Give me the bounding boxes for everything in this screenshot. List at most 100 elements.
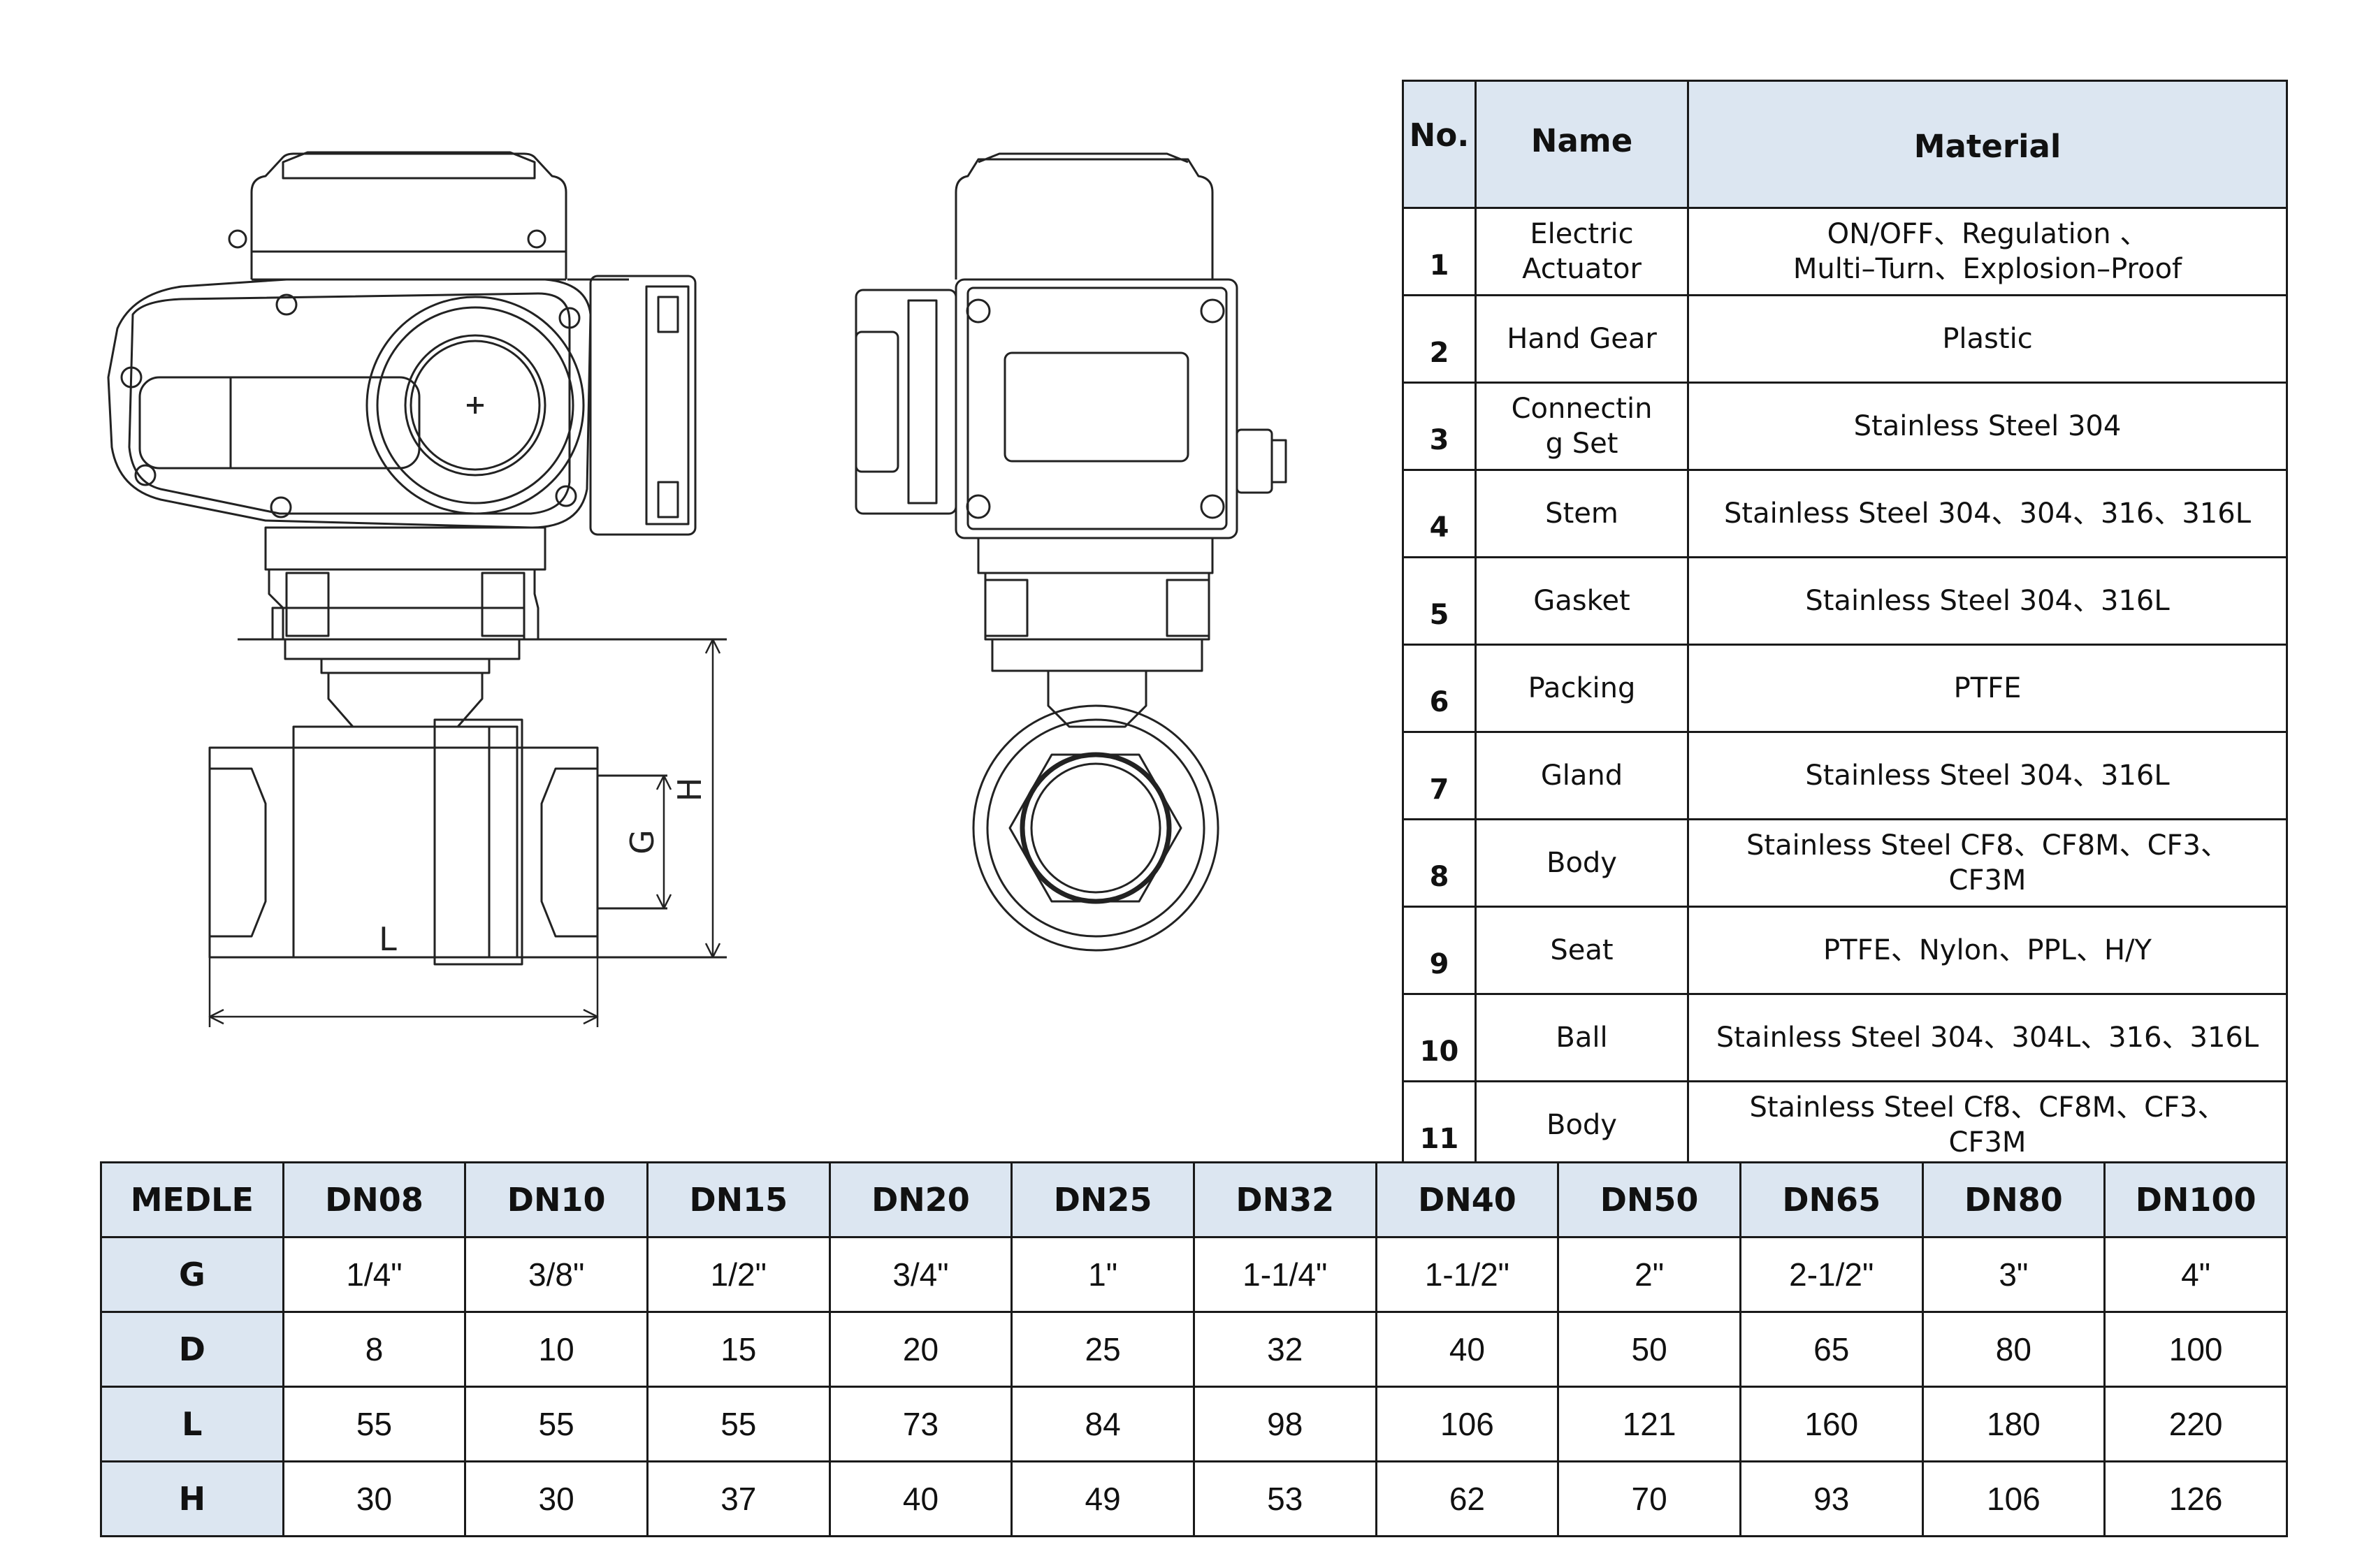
dim-label-h: H: [671, 778, 709, 802]
dimension-cell: 10: [464, 1311, 649, 1388]
dimension-cell: 50: [1557, 1311, 1741, 1388]
dimension-cell: 70: [1557, 1460, 1741, 1537]
material-value-line: Stainless Steel 304、304L、316、316L: [1716, 1022, 2259, 1054]
material-name-line: Hand Gear: [1507, 323, 1657, 355]
dimension-cell: 3/8": [464, 1236, 649, 1313]
dimension-cell: 1-1/4": [1192, 1236, 1377, 1313]
material-name-line: g Set: [1545, 428, 1618, 460]
dimension-cell: 30: [464, 1460, 649, 1537]
material-value: PTFE、Nylon、PPL、H/Y: [1687, 906, 2288, 995]
dimension-cell: 3": [1921, 1236, 2106, 1313]
material-name-line: Packing: [1528, 672, 1636, 704]
side-top-cover: [956, 159, 1212, 280]
materials-header-row: No. Name Material: [1402, 80, 2288, 209]
bracket: [273, 608, 524, 639]
size-header: DN15: [646, 1161, 831, 1238]
material-name-line: Seat: [1550, 934, 1614, 966]
dimension-cell: 15: [646, 1311, 831, 1388]
material-value: Stainless Steel 304: [1687, 382, 2288, 471]
dimension-cell: 98: [1192, 1386, 1377, 1462]
dimension-cell: 1/2": [646, 1236, 831, 1313]
side-body-flange: [973, 706, 1218, 950]
material-name-line: Ball: [1556, 1022, 1608, 1054]
material-name: Gland: [1475, 731, 1689, 820]
actuator-cover-lid: [283, 152, 535, 178]
dimension-cell: 30: [282, 1460, 467, 1537]
size-header: DN100: [2103, 1161, 2288, 1238]
material-name-line: Actuator: [1522, 253, 1642, 285]
material-value-line: CF3M: [1948, 864, 2027, 896]
dimension-cell: 121: [1557, 1386, 1741, 1462]
material-no: 8: [1402, 818, 1477, 908]
material-no: 2: [1402, 294, 1477, 384]
dimension-cell: 180: [1921, 1386, 2106, 1462]
dimension-cell: 62: [1375, 1460, 1560, 1537]
material-no: 5: [1402, 556, 1477, 646]
size-header: DN32: [1192, 1161, 1377, 1238]
hand-lever: [140, 377, 419, 468]
dimension-cell: 106: [1375, 1386, 1560, 1462]
material-value: Stainless Steel Cf8、CF8M、CF3、CF3M: [1687, 1080, 2288, 1170]
material-value: Stainless Steel 304、316L: [1687, 556, 2288, 646]
dimension-row-label: D: [100, 1311, 284, 1388]
display-window: [1005, 353, 1188, 461]
material-no: 9: [1402, 906, 1477, 995]
material-value: ON/OFF、Regulation 、Multi–Turn、Explosion–…: [1687, 207, 2288, 296]
material-name: Hand Gear: [1475, 294, 1689, 384]
dimension-cell: 20: [828, 1311, 1013, 1388]
material-no: 7: [1402, 731, 1477, 820]
dim-label-g: G: [623, 829, 661, 855]
dimension-cell: 8: [282, 1311, 467, 1388]
material-value-line: Multi–Turn、Explosion–Proof: [1792, 253, 2182, 285]
dimension-cell: 53: [1192, 1460, 1377, 1537]
material-name-line: Stem: [1545, 498, 1618, 530]
mounting-plate: [266, 528, 545, 569]
dimension-cell: 126: [2103, 1460, 2288, 1537]
material-no: 11: [1402, 1080, 1477, 1170]
hex-port: [1010, 755, 1181, 901]
actuator-top-cover: [252, 154, 566, 280]
material-value: Stainless Steel 304、304、316、316L: [1687, 469, 2288, 558]
dimension-cell: 65: [1739, 1311, 1924, 1388]
material-no: 1: [1402, 207, 1477, 296]
dimension-cell: 1-1/2": [1375, 1236, 1560, 1313]
material-value-line: PTFE、Nylon、PPL、H/Y: [1823, 934, 2152, 966]
dimension-cell: 93: [1739, 1460, 1924, 1537]
material-no: 3: [1402, 382, 1477, 471]
dimension-cell: 55: [646, 1386, 831, 1462]
size-header: DN10: [464, 1161, 649, 1238]
dimension-cell: 106: [1921, 1460, 2106, 1537]
dimension-cell: 1/4": [282, 1236, 467, 1313]
material-value: Stainless Steel 304、304L、316、316L: [1687, 993, 2288, 1082]
header-material: Material: [1687, 80, 2288, 209]
size-header: DN25: [1010, 1161, 1195, 1238]
dimension-row-label: G: [100, 1236, 284, 1313]
dimension-cell: 3/4": [828, 1236, 1013, 1313]
material-value: Stainless Steel 304、316L: [1687, 731, 2288, 820]
material-name: Seat: [1475, 906, 1689, 995]
terminal-box: [591, 276, 695, 535]
material-name-line: Body: [1546, 1109, 1617, 1141]
material-value-line: Stainless Steel 304、316L: [1805, 585, 2170, 617]
dimension-cell: 1": [1010, 1236, 1195, 1313]
dimension-cell: 100: [2103, 1311, 2288, 1388]
material-value: PTFE: [1687, 644, 2288, 733]
dimension-cell: 40: [828, 1460, 1013, 1537]
dimension-cell: 220: [2103, 1386, 2288, 1462]
material-value-line: Stainless Steel CF8、CF8M、CF3、: [1746, 829, 2229, 862]
dimension-cell: 40: [1375, 1311, 1560, 1388]
size-header: DN20: [828, 1161, 1013, 1238]
valve-drawing: H G L: [0, 0, 1363, 1132]
